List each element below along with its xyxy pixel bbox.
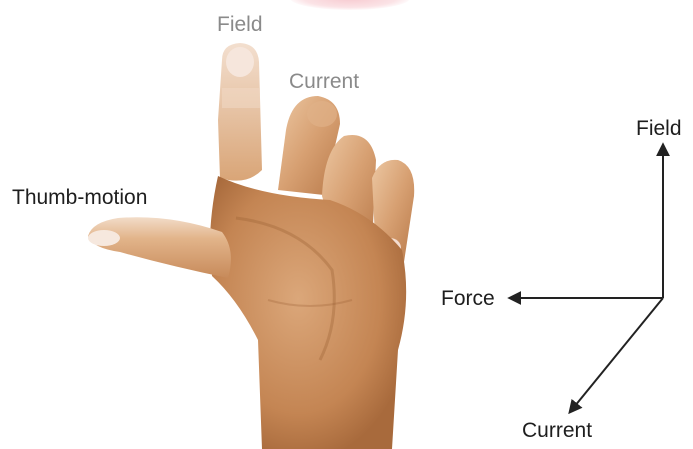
axis-label-field: Field <box>636 118 682 139</box>
axis-label-current: Current <box>522 420 592 441</box>
current-arrow <box>570 298 663 412</box>
axis-label-force: Force <box>441 288 495 309</box>
